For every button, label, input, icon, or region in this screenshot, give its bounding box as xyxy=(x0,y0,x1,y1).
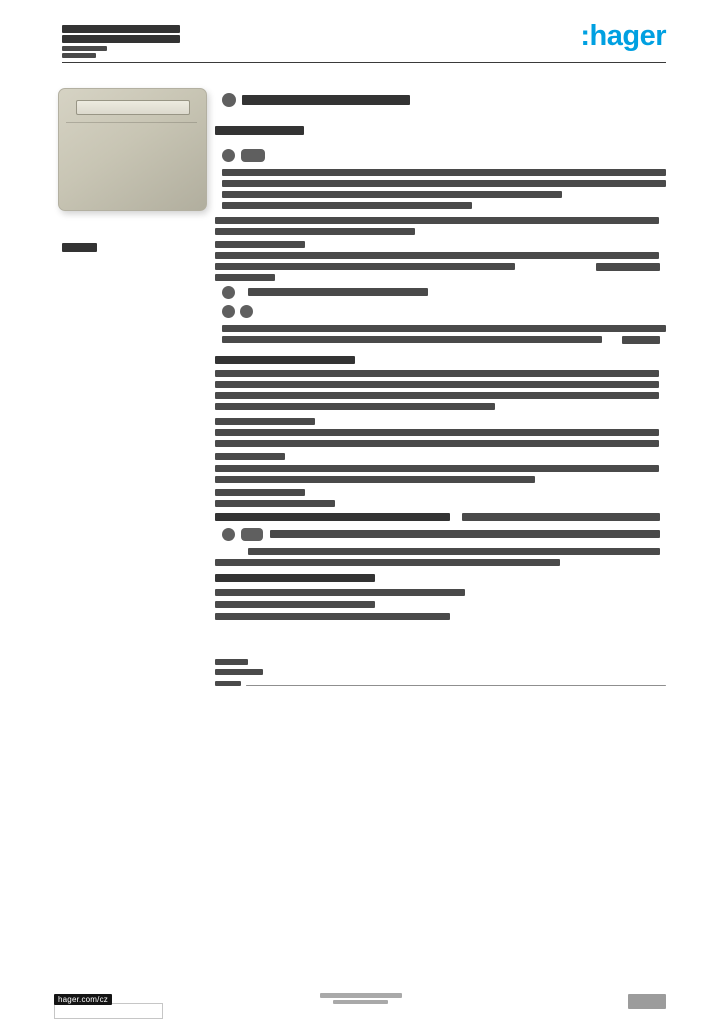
hager-logo: :hager xyxy=(580,20,666,52)
spec-value-right xyxy=(462,513,660,521)
product-title-bar xyxy=(242,95,410,105)
note-label xyxy=(215,681,241,686)
footer-text-line xyxy=(333,1000,388,1004)
device-seam xyxy=(66,122,197,123)
section-heading-bar xyxy=(215,513,450,521)
spec-line xyxy=(248,288,428,296)
spec-label xyxy=(215,241,305,248)
spec-line xyxy=(215,476,535,483)
spec-label xyxy=(215,274,275,281)
spec-line xyxy=(270,530,660,538)
spec-line xyxy=(215,601,375,608)
spec-line xyxy=(215,263,515,270)
spec-badge xyxy=(241,528,263,541)
spec-line xyxy=(215,403,495,410)
footer-stamp-box xyxy=(54,1003,163,1019)
spec-line xyxy=(222,191,562,198)
header-subtitle-line xyxy=(62,53,96,58)
spec-line xyxy=(248,548,660,555)
cert-icon xyxy=(222,149,235,162)
spec-line xyxy=(222,325,666,332)
spec-line xyxy=(222,169,666,176)
header-divider xyxy=(62,62,666,63)
spec-value-right xyxy=(622,336,660,344)
title-icon xyxy=(222,93,236,107)
spec-icon xyxy=(222,305,235,318)
header-title-line xyxy=(62,25,180,33)
spec-label xyxy=(215,453,285,460)
spec-line xyxy=(222,202,472,209)
spec-icon xyxy=(240,305,253,318)
footer-site-link[interactable]: hager.com/cz xyxy=(54,994,112,1005)
header-title-line xyxy=(62,35,180,43)
footer-text-line xyxy=(320,993,402,998)
spec-label xyxy=(215,489,305,496)
footer-page-box xyxy=(628,994,666,1009)
section-heading-bar xyxy=(215,126,304,135)
cert-badge xyxy=(241,149,265,162)
section-heading-bar xyxy=(215,574,375,582)
spec-value-right xyxy=(596,263,660,271)
spec-line xyxy=(222,180,666,187)
spec-line xyxy=(215,217,659,224)
header-subtitle-line xyxy=(62,46,107,51)
spec-line xyxy=(215,465,659,472)
spec-icon xyxy=(222,528,235,541)
spec-line xyxy=(222,336,602,343)
spec-line xyxy=(215,589,465,596)
spec-line xyxy=(215,613,450,620)
spec-line xyxy=(215,440,659,447)
note-label xyxy=(215,669,263,675)
note-divider xyxy=(246,685,666,686)
spec-line xyxy=(215,252,659,259)
spec-line xyxy=(215,370,659,377)
spec-icon xyxy=(222,286,235,299)
section-heading-bar xyxy=(215,356,355,364)
spec-line xyxy=(215,228,415,235)
spec-label xyxy=(215,500,335,507)
spec-line xyxy=(215,381,659,388)
spec-line xyxy=(215,559,560,566)
label-window xyxy=(76,100,190,115)
product-code-bar xyxy=(62,243,97,252)
spec-line xyxy=(215,429,659,436)
spec-label xyxy=(215,418,315,425)
product-image xyxy=(58,88,207,211)
spec-line xyxy=(215,392,659,399)
note-label xyxy=(215,659,248,665)
